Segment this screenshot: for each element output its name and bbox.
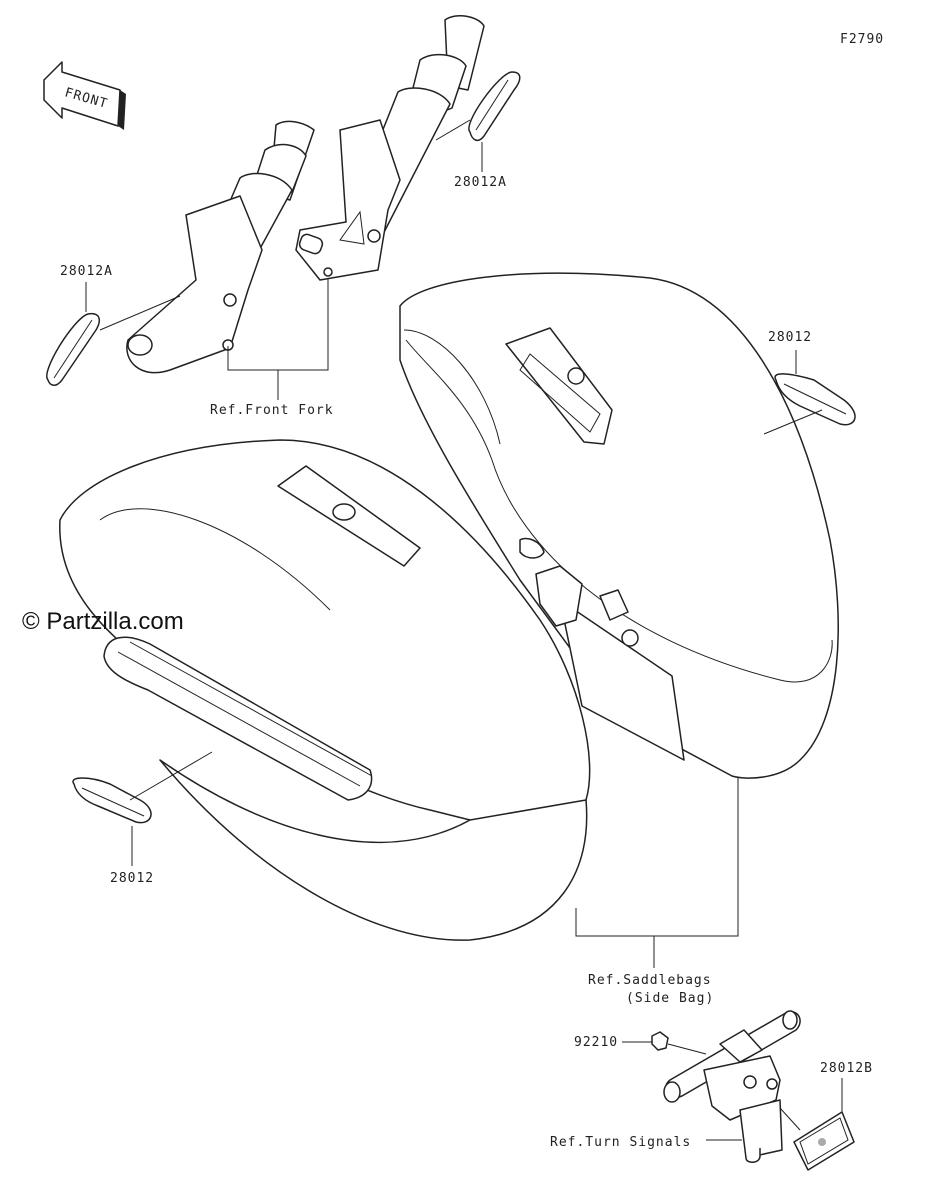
leader-line <box>99 295 181 331</box>
leader-line <box>667 1043 707 1055</box>
reflector-28012a-left <box>46 312 101 386</box>
callout-28012a-left: 28012A <box>60 264 113 279</box>
leader-line <box>129 751 213 801</box>
callout-28012a-upper: 28012A <box>454 175 507 190</box>
saddlebags-bracket <box>575 778 739 937</box>
reflector-28012-right <box>774 373 856 426</box>
callout-28012-right: 28012 <box>768 330 812 345</box>
nut-92210 <box>651 1031 669 1051</box>
saddlebag-left <box>59 439 591 941</box>
saddlebag-right <box>399 272 839 779</box>
front-fork-right <box>295 14 485 281</box>
front-fork-left <box>126 120 315 374</box>
ref-turn-signals: Ref.Turn Signals <box>550 1135 691 1150</box>
callout-28012-left: 28012 <box>110 871 154 886</box>
front-arrow-icon: FRONT <box>43 61 126 130</box>
reflector-28012-left <box>72 777 152 824</box>
leader-line <box>763 409 823 435</box>
reflector-28012a-upper <box>468 71 521 142</box>
callout-28012b: 28012B <box>820 1061 873 1076</box>
reflector-28012b <box>793 1111 855 1171</box>
ref-front-fork: Ref.Front Fork <box>210 403 334 418</box>
leader-line <box>435 119 471 141</box>
callout-92210: 92210 <box>574 1035 618 1050</box>
ref-saddlebags-line1: Ref.Saddlebags <box>588 973 712 988</box>
watermark: © Partzilla.com <box>22 608 184 635</box>
leader-line <box>779 1107 801 1131</box>
ref-saddlebags-line2: (Side Bag) <box>626 991 714 1006</box>
diagram-code: F2790 <box>840 32 884 47</box>
turn-signal-bracket <box>663 1010 801 1163</box>
